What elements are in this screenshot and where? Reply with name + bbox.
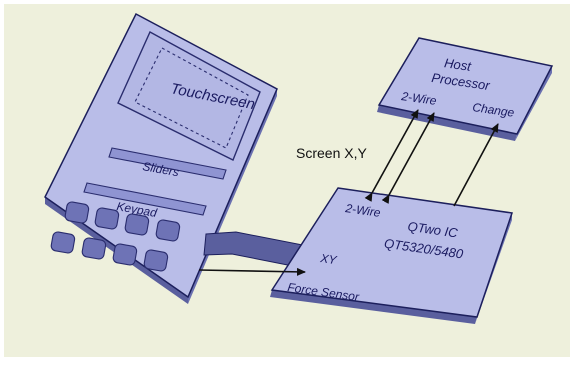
host-processor-face [377,37,554,135]
device-panel: Touchscreen Sliders Keypad [44,12,278,304]
touchscreen-active-region [134,47,249,149]
qtwo-ic-edge [270,290,477,324]
touchscreen-area [117,31,261,161]
keypad-key [143,249,169,272]
keypad-key [50,231,76,254]
chip-name-line1: QTwo IC [407,219,460,241]
sliders-label: Sliders [141,159,180,179]
host-port-change: Change [472,100,516,120]
keypad-key [94,207,120,230]
keypad-key [155,219,181,242]
host-port-2wire: 2-Wire [400,89,438,108]
host-title-line1: Host [443,55,473,74]
slider-bar-2 [83,182,207,216]
keypad-key [64,201,90,224]
chip-port-2wire: 2-Wire [344,201,382,220]
two-wire-arrow-2 [381,112,435,204]
screen-xy-label: Screen X,Y [296,145,367,161]
xy-line-arrow [198,267,306,276]
keypad-key [124,213,150,236]
qtwo-ic-block: 2-Wire QTwo IC QT5320/5480 XY Force Sens… [270,187,513,324]
change-line-arrow [453,123,499,207]
chip-port-xy: XY [319,251,339,267]
slider-bar-1 [108,147,227,180]
keypad-key [81,237,107,260]
keypad-key [112,243,138,266]
